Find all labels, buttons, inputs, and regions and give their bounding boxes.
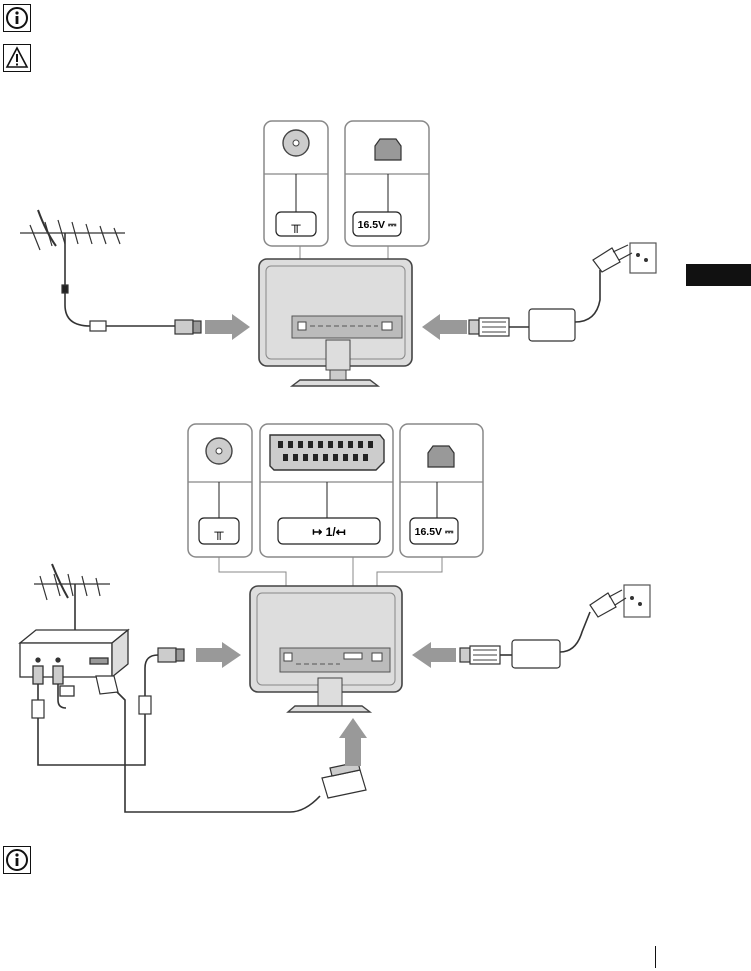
connection-diagram-2: ╥ ↦ 1/↤ 16.5V ⎓ <box>0 420 751 830</box>
antenna-jack-label: ╥ <box>290 217 301 234</box>
arrow-up-icon <box>339 718 367 766</box>
power-adapter-icon <box>469 243 656 341</box>
scart-plug-icon <box>322 762 366 798</box>
coax-plug-icon <box>158 648 184 662</box>
dc-in-label: 16.5V ⎓ <box>415 526 454 538</box>
tv-rear <box>250 586 402 692</box>
warning-icon <box>3 44 31 72</box>
scart-plug-icon <box>96 676 118 694</box>
antenna-jack-label: ╥ <box>213 524 224 541</box>
coax-plug-icon <box>175 320 201 334</box>
connection-diagram-1: ╥ 16.5V ⎓ <box>0 110 751 400</box>
scart-label: ↦ 1/↤ <box>312 525 345 539</box>
info-icon <box>3 4 31 32</box>
arrow-left-icon <box>412 642 456 668</box>
dc-in-label: 16.5V ⎓ <box>358 219 397 231</box>
arrow-left-icon <box>422 314 467 340</box>
info-icon <box>3 846 31 874</box>
antenna-icon <box>20 210 175 331</box>
power-adapter-icon <box>460 585 650 668</box>
page-number-divider <box>655 946 656 968</box>
arrow-right-icon <box>196 642 241 668</box>
arrow-right-icon <box>205 314 250 340</box>
